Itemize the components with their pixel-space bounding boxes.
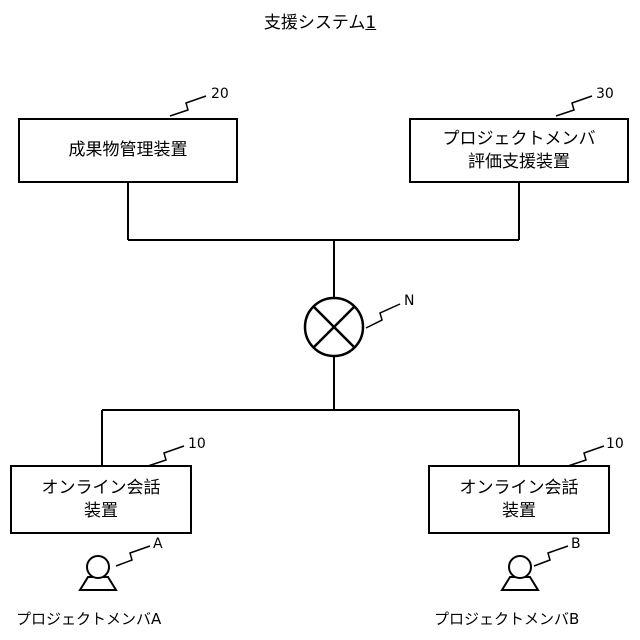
ref-10-b: 10: [606, 436, 624, 452]
leader-n: [366, 304, 400, 328]
person-a-label: プロジェクトメンバA: [16, 608, 161, 629]
online-conversation-device-a-box: オンライン会話 装置: [10, 465, 192, 534]
person-a-icon: [80, 556, 116, 590]
leader-10-a: [148, 446, 184, 466]
ref-30: 30: [596, 86, 614, 102]
online-conversation-a-label-1: オンライン会話: [42, 477, 161, 500]
ref-10-a: 10: [188, 436, 206, 452]
evaluation-support-box: プロジェクトメンバ 評価支援装置: [409, 118, 629, 183]
deliverable-manager-label: 成果物管理装置: [69, 139, 188, 162]
evaluation-support-label-1: プロジェクトメンバ: [443, 128, 596, 151]
ref-n: N: [404, 293, 414, 309]
ref-20: 20: [211, 86, 229, 102]
online-conversation-b-label-1: オンライン会話: [460, 477, 579, 500]
online-conversation-a-label-2: 装置: [84, 500, 118, 523]
person-b-label: プロジェクトメンバB: [434, 608, 579, 629]
online-conversation-b-label-2: 装置: [502, 500, 536, 523]
leader-person-a: [116, 546, 150, 566]
leader-30: [556, 96, 592, 116]
person-b-icon: [502, 556, 538, 590]
leader-10-b: [568, 446, 604, 466]
ref-person-a: A: [153, 536, 163, 552]
online-conversation-device-b-box: オンライン会話 装置: [428, 465, 610, 534]
deliverable-manager-box: 成果物管理装置: [18, 118, 238, 183]
evaluation-support-label-2: 評価支援装置: [468, 151, 570, 174]
ref-person-b: B: [571, 536, 581, 552]
network-symbol: [305, 298, 363, 356]
leader-person-b: [534, 546, 568, 566]
leader-20: [170, 96, 206, 116]
